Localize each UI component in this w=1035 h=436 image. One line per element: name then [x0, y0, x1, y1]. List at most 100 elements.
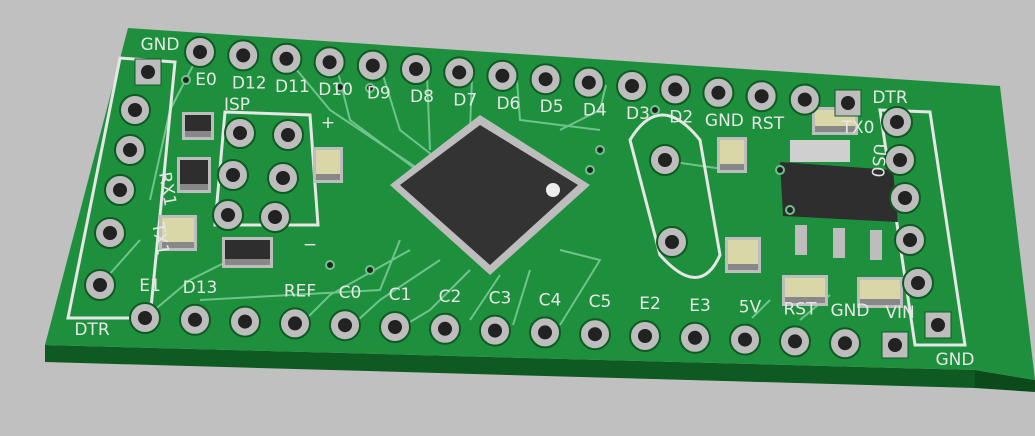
pin-pad — [616, 70, 648, 102]
pin-label-bottom: E2 — [639, 294, 661, 314]
pin-pad — [329, 309, 361, 342]
pin-label-top: D2 — [669, 107, 693, 127]
pin-label-bottom: C3 — [489, 289, 512, 309]
pin-pad — [884, 144, 916, 176]
pin-pad — [104, 174, 136, 206]
pin-pad — [179, 303, 211, 336]
pin-pad — [227, 39, 260, 72]
via — [181, 75, 191, 85]
pin-label-bottom: GND — [831, 301, 870, 321]
pin-pad — [745, 80, 778, 113]
pin-label-bottom: C1 — [389, 285, 412, 305]
capacitor — [782, 275, 828, 306]
pin-pads — [84, 36, 952, 360]
capacitor — [857, 277, 903, 308]
pin-pad — [184, 36, 216, 68]
pin-pad — [702, 76, 735, 109]
pin-label-top: RST — [751, 114, 785, 134]
pin-pad — [313, 46, 346, 79]
pin-pad — [267, 162, 299, 194]
right-header-bottom-label: GND — [936, 350, 975, 370]
pin-pad — [224, 117, 256, 149]
voltage-regulator — [780, 140, 898, 260]
tx0-label: TX0 — [841, 118, 875, 138]
via — [335, 82, 345, 92]
pin-pad — [129, 302, 161, 334]
board-edge-right — [975, 370, 1035, 392]
pin-label-top: D6 — [496, 94, 520, 114]
resistor — [222, 237, 273, 268]
pin-pad — [889, 182, 921, 214]
via — [595, 145, 605, 155]
pin-pad — [572, 66, 605, 99]
pin-pad — [788, 83, 821, 116]
pin-label-top: D9 — [367, 84, 391, 104]
pin-pad — [881, 331, 909, 359]
via — [650, 105, 660, 115]
pin-pad — [486, 59, 519, 92]
minus-label: − — [303, 235, 317, 255]
via — [365, 265, 375, 275]
led — [182, 112, 214, 140]
pin-label-bottom: RST — [784, 299, 818, 319]
via — [325, 260, 335, 270]
pin-pad — [479, 314, 511, 347]
pin-pad — [656, 226, 688, 258]
capacitor — [159, 215, 197, 251]
pin-label-bottom: C4 — [539, 290, 562, 310]
pin-pad — [279, 307, 311, 340]
pin-pad — [114, 134, 146, 166]
pin-pad — [579, 318, 611, 351]
capacitor — [717, 137, 747, 173]
left-header-top-label: GND — [141, 35, 180, 55]
via — [775, 165, 785, 175]
microcontroller-chip — [390, 115, 590, 275]
pin-pad — [629, 320, 661, 352]
pin-label-top: D4 — [583, 101, 607, 121]
pin-label-top: D10 — [318, 80, 353, 100]
pin-label-bottom: D13 — [183, 278, 218, 298]
pin-pad — [443, 56, 476, 89]
pin-pad — [529, 316, 561, 349]
right-header-top-label: DTR — [872, 88, 907, 108]
pin-pad — [229, 305, 261, 338]
pin-label-bottom: REF — [284, 281, 316, 301]
pin-label-bottom: C5 — [589, 292, 612, 312]
pin-label-bottom: E3 — [689, 296, 711, 316]
pin-pad — [259, 201, 291, 233]
pin-pad — [649, 144, 681, 176]
isp-label: ISP — [224, 95, 250, 115]
pin-pad — [529, 63, 562, 96]
pin-pad — [270, 42, 303, 75]
pin-pad — [924, 311, 952, 339]
pin-pad — [356, 49, 389, 82]
pin-label-top: GND — [705, 111, 744, 131]
pin-label-top: E0 — [195, 70, 217, 90]
pin-label-bottom: 5V — [739, 298, 762, 318]
pin-label-bottom: C0 — [339, 283, 362, 303]
pin-pad — [834, 89, 862, 117]
pin-label-top: D7 — [453, 90, 477, 110]
resistor — [177, 157, 211, 193]
pin-pad — [379, 311, 411, 343]
pin-pad — [659, 73, 692, 106]
pin-pad — [894, 224, 926, 256]
pin-pad — [84, 269, 116, 301]
pin-label-top: D3 — [626, 104, 650, 124]
pin-pad — [94, 217, 126, 249]
board-edge — [45, 345, 975, 388]
left-header-bottom-label: DTR — [74, 320, 109, 340]
us0-label: US0 — [867, 143, 890, 179]
pin-label-top: D5 — [540, 97, 564, 117]
via — [585, 165, 595, 175]
capacitor — [313, 147, 343, 183]
pin-pad — [212, 199, 244, 231]
via — [785, 205, 795, 215]
pin-pad — [902, 267, 934, 299]
pin-pad — [429, 312, 461, 345]
capacitor — [725, 237, 761, 273]
pin-label-top: D11 — [275, 77, 310, 97]
pin-pad — [779, 325, 811, 358]
